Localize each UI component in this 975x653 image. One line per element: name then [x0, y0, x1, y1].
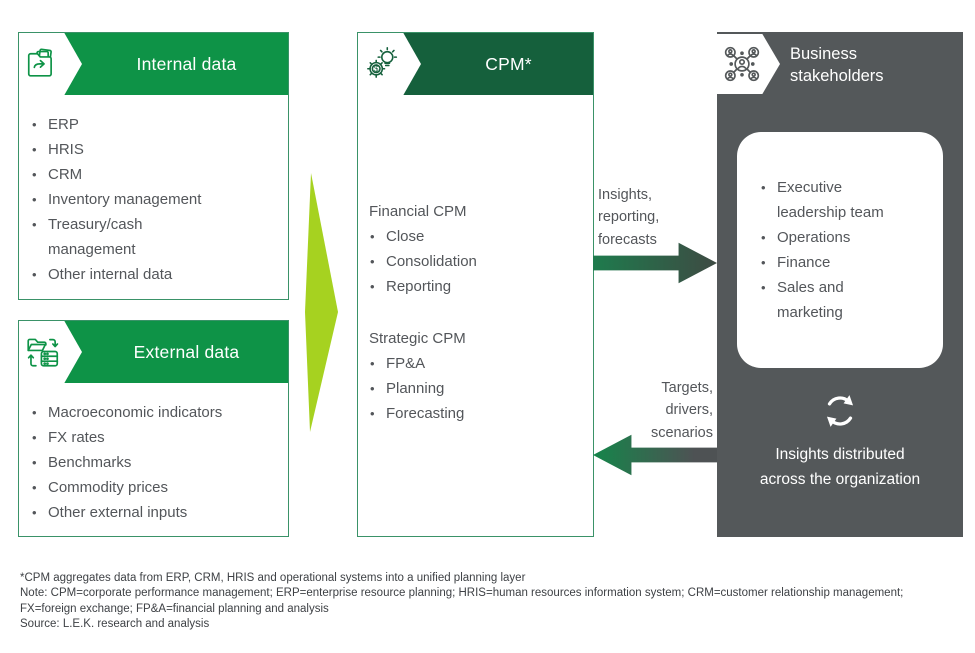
people-network-icon	[724, 46, 760, 82]
strategic-cpm-heading: Strategic CPM	[369, 330, 466, 347]
internal-data-box: Internal data ERP HRIS CRM Inventory man…	[18, 32, 289, 300]
cpm-header: $ CPM*	[358, 33, 593, 95]
external-data-box: External data Macroeconomic indicators F…	[18, 320, 289, 537]
cycle-caption: Insights distributed across the organiza…	[759, 446, 921, 488]
list-item: Planning	[369, 376, 581, 401]
folder-database-sync-icon	[27, 338, 59, 367]
list-item: Finance	[760, 250, 884, 275]
strategic-cpm-list: FP&A Planning Forecasting	[369, 351, 581, 426]
list-item: FP&A	[369, 351, 581, 376]
abbreviation-note: Note: CPM=corporate performance manageme…	[20, 587, 904, 615]
list-item: Other external inputs	[31, 500, 276, 525]
header-chevron	[717, 34, 780, 94]
financial-cpm-list: Close Consolidation Reporting	[369, 224, 581, 299]
stakeholders-card: Executive leadership team Operations Fin…	[737, 132, 943, 368]
gear-dollar-bulb-icon: $	[367, 46, 398, 78]
list-item: Executive leadership team	[760, 175, 884, 225]
svg-text:$: $	[374, 64, 379, 73]
list-item: Close	[369, 224, 581, 249]
financial-cpm-heading: Financial CPM	[369, 203, 467, 220]
cpm-footnote: *CPM aggregates data from ERP, CRM, HRIS…	[20, 572, 526, 584]
list-item: Commodity prices	[31, 475, 276, 500]
list-item: Benchmarks	[31, 450, 276, 475]
list-item: Operations	[760, 225, 884, 250]
list-item: Forecasting	[369, 401, 581, 426]
list-item: Macroeconomic indicators	[31, 400, 276, 425]
list-item: Reporting	[369, 274, 581, 299]
flow-label-targets: Targets, drivers, scenarios	[650, 380, 713, 441]
list-item: Consolidation	[369, 249, 581, 274]
internal-data-title: Internal data	[136, 53, 237, 74]
external-data-title: External data	[133, 341, 240, 362]
internal-data-list: ERP HRIS CRM Inventory management Treasu…	[31, 112, 276, 287]
list-item: ERP	[31, 112, 276, 137]
list-item: Sales and marketing	[760, 275, 884, 325]
internal-data-header: Internal data	[19, 33, 288, 95]
business-stakeholders-panel: Business stakeholders Executive leadersh…	[717, 32, 963, 537]
folder-export-icon	[27, 48, 52, 77]
stakeholders-list: Executive leadership team Operations Fin…	[760, 175, 884, 325]
header-chevron	[19, 321, 82, 383]
footer-notes: *CPM aggregates data from ERP, CRM, HRIS…	[20, 571, 958, 633]
list-item: CRM	[31, 162, 276, 187]
header-chevron: $	[358, 33, 421, 95]
source-note: Source: L.E.K. research and analysis	[20, 618, 210, 631]
external-data-list: Macroeconomic indicators FX rates Benchm…	[31, 400, 276, 525]
cpm-box: $ CPM* Financial CPM Close Consolidation…	[357, 32, 594, 537]
stakeholders-header: Business stakeholders	[717, 32, 963, 98]
list-item: HRIS	[31, 137, 276, 162]
cycle-arrows-icon	[826, 395, 854, 427]
cpm-title: CPM*	[485, 53, 532, 74]
list-item: Treasury/cash management	[31, 212, 276, 262]
list-item: Inventory management	[31, 187, 276, 212]
stakeholders-title: Business stakeholders	[790, 45, 884, 85]
flow-label-insights: Insights, reporting, forecasts	[598, 187, 660, 248]
cycle-block: Insights distributed across the organiza…	[717, 388, 963, 493]
external-data-header: External data	[19, 321, 288, 383]
list-item: Other internal data	[31, 262, 276, 287]
list-item: FX rates	[31, 425, 276, 450]
header-chevron	[19, 33, 82, 95]
lime-flow-arrow	[305, 173, 338, 432]
